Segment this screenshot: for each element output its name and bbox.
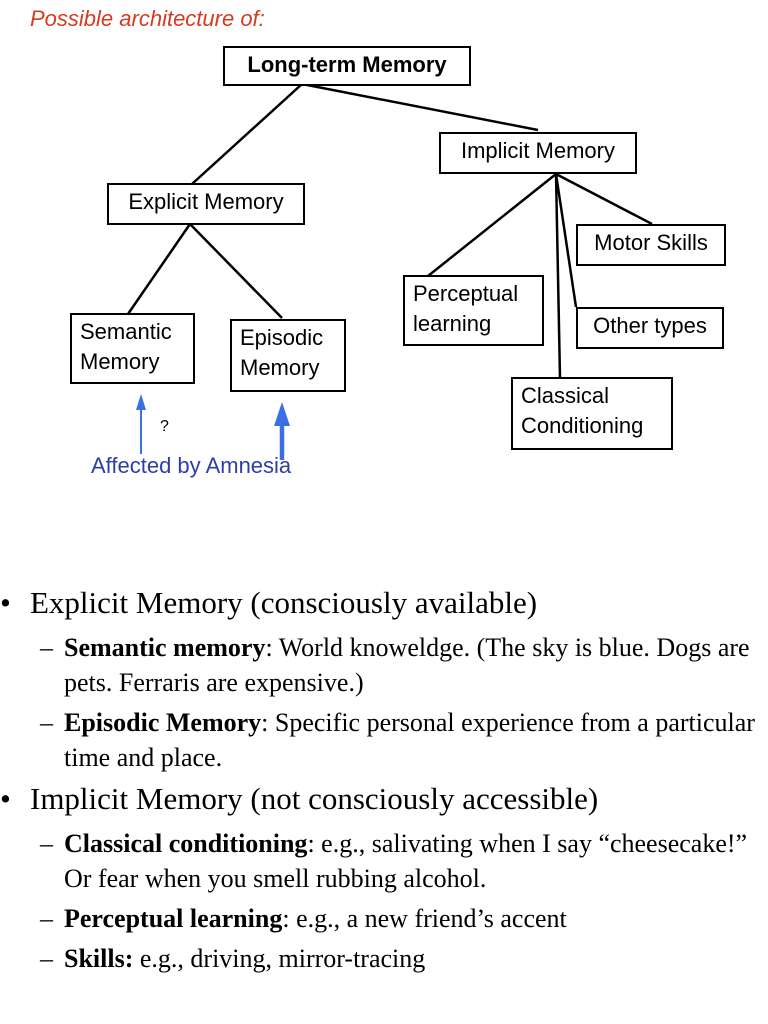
edge-implicit-classical [554, 173, 562, 379]
bullet-heading: Explicit Memory (consciously available) [30, 585, 538, 620]
notes-section: • Explicit Memory (consciously available… [0, 584, 768, 981]
perceptual-line-1: Perceptual [413, 281, 519, 306]
edge-implicit-other [554, 173, 578, 308]
episodic-line-2: Memory [240, 355, 320, 380]
term-separator: : [265, 633, 273, 662]
edge-explicit-episodic [189, 223, 283, 319]
sub-item-semantic: – Semantic memory: World knoweldge. (The… [0, 630, 768, 700]
edge-explicit-semantic [126, 223, 192, 315]
diagram-caption: Possible architecture of: [30, 6, 265, 31]
term-separator: : [261, 708, 269, 737]
semantic-line-1: Semantic [80, 319, 172, 344]
node-perceptual-learning: Perceptual learning [403, 275, 544, 346]
dash-icon: – [40, 904, 53, 933]
node-motor-skills: Motor Skills [576, 224, 726, 266]
definition: Specific personal experience from a part… [64, 708, 755, 772]
episodic-line-1: Episodic [240, 325, 324, 350]
edge-implicit-perceptual [427, 173, 557, 277]
bullet-dot-icon: • [0, 781, 11, 816]
edge-implicit-motor [555, 172, 653, 226]
term: Semantic memory [64, 633, 266, 662]
amnesia-label: Affected by Amnesia [91, 453, 292, 478]
definition: e.g., salivating when I say “cheesecake!… [64, 829, 748, 893]
node-classical-conditioning: Classical Conditioning [511, 377, 673, 450]
amnesia-arrows [136, 394, 290, 460]
bullet-dot-icon: • [0, 585, 11, 620]
term-separator: : [282, 904, 290, 933]
dash-icon: – [40, 708, 53, 737]
term: Perceptual learning [64, 904, 283, 933]
dash-icon: – [40, 633, 53, 662]
node-implicit-memory: Implicit Memory [439, 132, 637, 174]
term: Skills: [64, 944, 134, 973]
semantic-line-2: Memory [80, 349, 160, 374]
bullet-explicit: • Explicit Memory (consciously available… [0, 584, 768, 622]
sub-item-skills: – Skills: e.g., driving, mirror-tracing [0, 941, 768, 976]
diagram-connectors [126, 82, 653, 460]
sub-item-episodic: – Episodic Memory: Specific personal exp… [0, 705, 768, 775]
dash-icon: – [40, 944, 53, 973]
node-explicit-memory: Explicit Memory [107, 183, 305, 225]
definition: e.g., driving, mirror-tracing [133, 944, 426, 973]
edge-root-implicit [301, 82, 539, 132]
dash-icon: – [40, 829, 53, 858]
sub-item-classical: – Classical conditioning: e.g., salivati… [0, 826, 768, 896]
bullet-implicit: • Implicit Memory (not consciously acces… [0, 780, 768, 818]
episodic-arrowhead-icon [274, 402, 290, 426]
bullet-heading: Implicit Memory (not consciously accessi… [30, 781, 599, 816]
definition: World knoweldge. (The sky is blue. Dogs … [64, 633, 750, 697]
node-other-types: Other types [576, 307, 724, 349]
sub-item-perceptual: – Perceptual learning: e.g., a new frien… [0, 901, 768, 936]
perceptual-line-2: learning [413, 311, 492, 336]
node-long-term-memory: Long-term Memory [223, 46, 471, 86]
term-separator: : [307, 829, 315, 858]
semantic-arrowhead-icon [136, 394, 146, 410]
term: Episodic Memory [64, 708, 262, 737]
node-episodic-memory: Episodic Memory [230, 319, 346, 392]
node-semantic-memory: Semantic Memory [70, 313, 195, 384]
classical-line-1: Classical [521, 383, 610, 408]
classical-line-2: Conditioning [521, 413, 644, 438]
edge-root-explicit [191, 83, 303, 185]
question-mark: ? [160, 418, 169, 435]
definition: e.g., a new friend’s accent [289, 904, 567, 933]
term: Classical conditioning [64, 829, 308, 858]
